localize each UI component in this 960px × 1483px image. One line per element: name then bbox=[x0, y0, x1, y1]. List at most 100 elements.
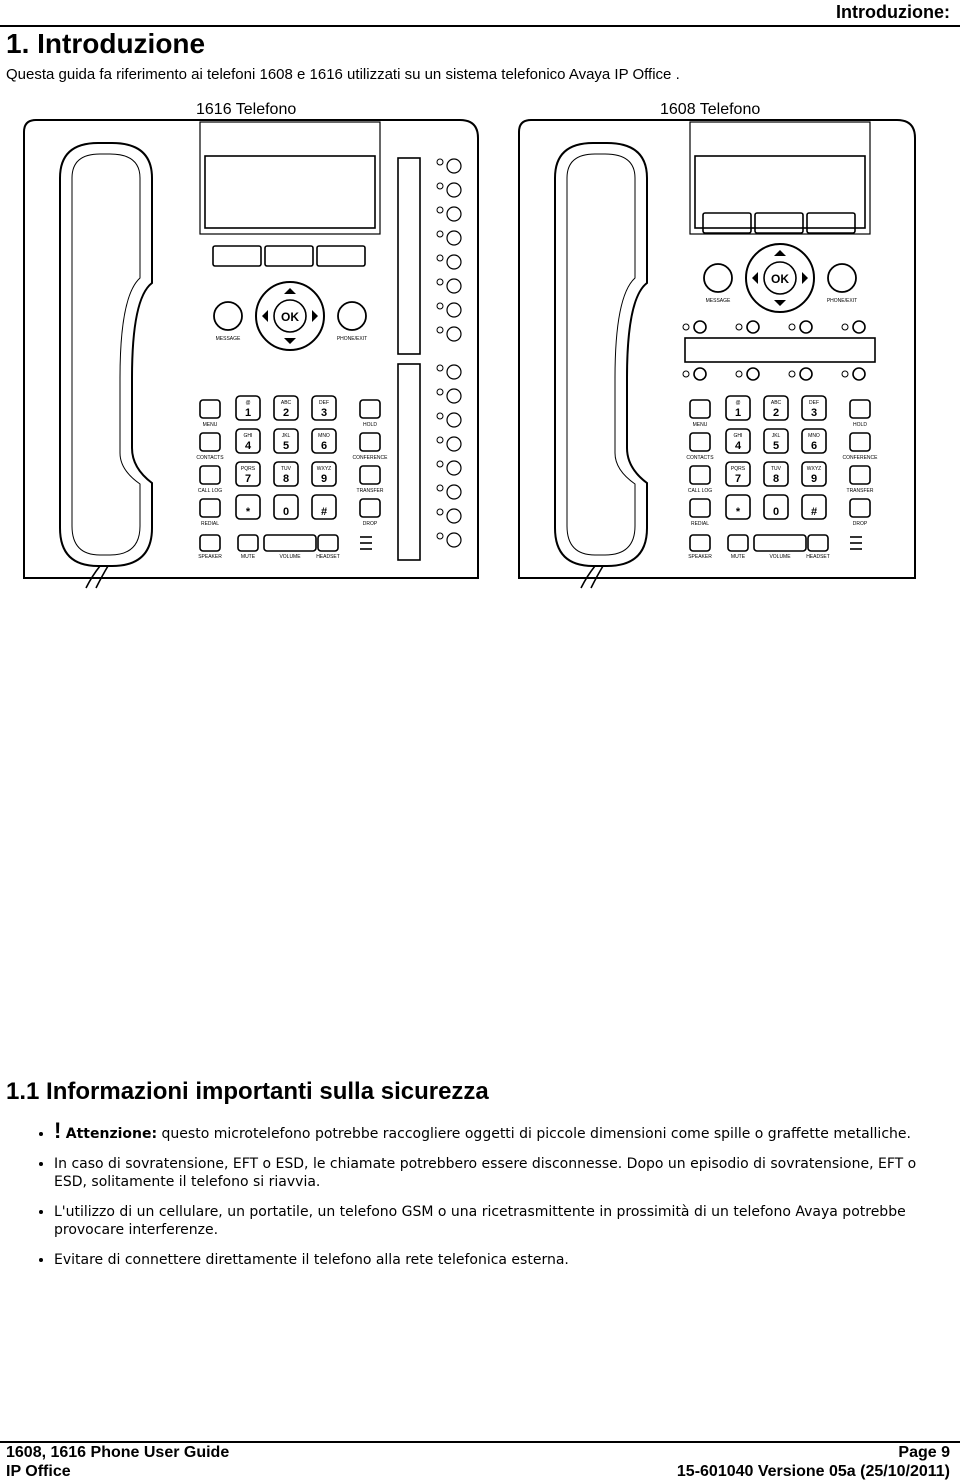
bottom-key bbox=[727, 534, 749, 552]
dial-key-letters: DEF bbox=[809, 400, 819, 406]
func-label-right: CONFERENCE bbox=[842, 455, 878, 461]
phone-exit-label: PHONE/EXIT bbox=[827, 298, 857, 304]
feature-led bbox=[436, 230, 444, 238]
dial-key bbox=[273, 428, 299, 454]
func-key-left bbox=[199, 498, 221, 518]
feature-button bbox=[446, 158, 462, 174]
feature-button bbox=[446, 278, 462, 294]
safety-item-text: In caso di sovratensione, EFT o ESD, le … bbox=[54, 1156, 917, 1190]
func-label-right: CONFERENCE bbox=[352, 455, 388, 461]
feature-button bbox=[446, 412, 462, 428]
dial-key bbox=[763, 461, 789, 487]
line-led bbox=[788, 323, 796, 331]
dial-key bbox=[273, 395, 299, 421]
feature-button bbox=[446, 436, 462, 452]
dial-key-digit: 4 bbox=[245, 440, 252, 452]
dial-key bbox=[235, 494, 261, 520]
message-button bbox=[703, 263, 733, 293]
feature-led bbox=[436, 158, 444, 166]
bottom-key bbox=[237, 534, 259, 552]
func-key-left bbox=[199, 432, 221, 452]
label-strip-upper bbox=[397, 157, 421, 355]
footer-product: IP Office bbox=[6, 1463, 71, 1480]
message-label: MESSAGE bbox=[706, 298, 731, 304]
func-key-right bbox=[849, 465, 871, 485]
dial-key-digit: 7 bbox=[245, 473, 251, 485]
handset-cord bbox=[85, 565, 109, 589]
feature-button bbox=[446, 364, 462, 380]
volume-label: VOLUME bbox=[279, 554, 301, 560]
ok-button bbox=[763, 261, 797, 295]
handset-inner bbox=[566, 153, 636, 556]
bottom-key-label: SPEAKER bbox=[198, 554, 222, 560]
line-led bbox=[841, 370, 849, 378]
feature-button bbox=[446, 460, 462, 476]
line-button bbox=[693, 367, 707, 381]
func-key-right bbox=[849, 498, 871, 518]
line-led bbox=[735, 323, 743, 331]
line-button bbox=[746, 367, 760, 381]
func-key-left bbox=[689, 498, 711, 518]
feature-button bbox=[446, 508, 462, 524]
dial-key bbox=[273, 461, 299, 487]
dial-key bbox=[311, 395, 337, 421]
func-label-left: MENU bbox=[693, 422, 708, 428]
dial-key-letters: WXYZ bbox=[317, 466, 331, 472]
ok-button bbox=[273, 299, 307, 333]
line-led bbox=[682, 323, 690, 331]
line-led bbox=[788, 370, 796, 378]
line-button bbox=[852, 320, 866, 334]
line-button bbox=[746, 320, 760, 334]
feature-led bbox=[436, 388, 444, 396]
dial-key-digit: 6 bbox=[811, 440, 817, 452]
dial-key bbox=[801, 461, 827, 487]
phone-exit-button bbox=[337, 301, 367, 331]
phone-exit-label: PHONE/EXIT bbox=[337, 336, 367, 342]
dial-key bbox=[725, 395, 751, 421]
func-key-left bbox=[689, 399, 711, 419]
line-button bbox=[799, 367, 813, 381]
running-header: Introduzione: bbox=[836, 2, 950, 22]
nav-ring bbox=[255, 281, 325, 351]
handset bbox=[59, 142, 153, 567]
dial-key bbox=[801, 395, 827, 421]
volume-key bbox=[263, 534, 317, 552]
bottom-key bbox=[199, 534, 221, 552]
func-label-right: HOLD bbox=[363, 422, 377, 428]
feature-led bbox=[436, 460, 444, 468]
feature-led bbox=[436, 364, 444, 372]
dial-key-digit: 8 bbox=[773, 473, 779, 485]
func-label-left: CONTACTS bbox=[686, 455, 714, 461]
safety-item: In caso di sovratensione, EFT o ESD, le … bbox=[54, 1155, 934, 1191]
func-label-left: REDIAL bbox=[201, 521, 219, 527]
feature-led bbox=[436, 182, 444, 190]
feature-button bbox=[446, 484, 462, 500]
feature-led bbox=[436, 532, 444, 540]
safety-item-text: questo microtelefono potrebbe raccoglier… bbox=[157, 1126, 911, 1142]
feature-led bbox=[436, 436, 444, 444]
dial-key-digit: # bbox=[321, 506, 327, 518]
dial-key bbox=[235, 461, 261, 487]
chapter-title: 1. Introduzione bbox=[6, 28, 206, 59]
dial-key bbox=[311, 461, 337, 487]
dial-key bbox=[725, 494, 751, 520]
dial-key bbox=[763, 428, 789, 454]
func-label-left: CALL LOG bbox=[198, 488, 222, 494]
safety-title: 1.1 Informazioni importanti sulla sicure… bbox=[6, 1078, 489, 1105]
func-label-right: HOLD bbox=[853, 422, 867, 428]
feature-led bbox=[436, 206, 444, 214]
dial-key-letters: @ bbox=[735, 400, 740, 406]
func-key-right bbox=[849, 399, 871, 419]
dial-key-digit: 4 bbox=[735, 440, 742, 452]
softkey bbox=[806, 212, 856, 234]
dial-key-letters: JKL bbox=[772, 433, 781, 439]
display-bezel bbox=[199, 121, 381, 235]
line-led bbox=[735, 370, 743, 378]
bottom-key-label: HEADSET bbox=[316, 554, 340, 560]
dial-key-letters: WXYZ bbox=[807, 466, 821, 472]
dial-key bbox=[725, 428, 751, 454]
feature-button bbox=[446, 230, 462, 246]
display-screen bbox=[694, 155, 866, 229]
